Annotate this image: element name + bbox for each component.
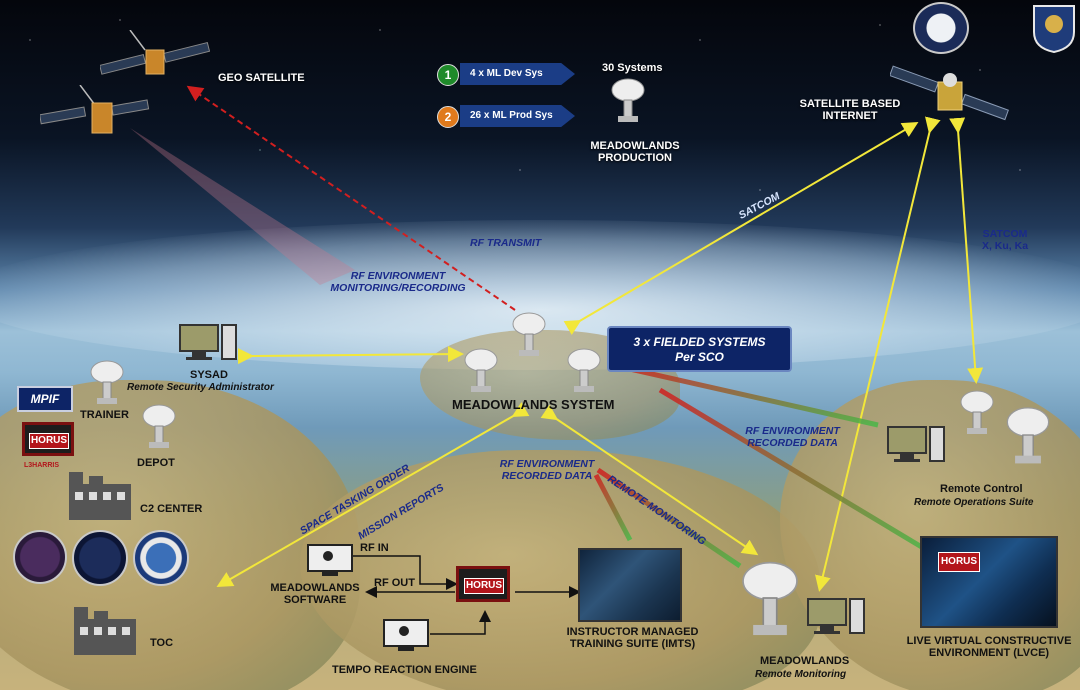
internet-label-line1: SATELLITE BASED xyxy=(799,98,901,110)
rf-env-recorded-right-label: RF ENVIRONMENT RECORDED DATA xyxy=(735,425,850,449)
rf-env-monitoring-label: RF ENVIRONMENT MONITORING/RECORDING xyxy=(318,270,478,294)
meadowlands-software-monitor-icon xyxy=(307,544,353,576)
imts-line2: TRAINING SUITE (IMTS) xyxy=(569,638,696,650)
remote-control-workstation-icon xyxy=(887,426,945,462)
tempo-monitor-icon xyxy=(383,619,429,651)
dod-seal-icon xyxy=(133,530,189,586)
fielded-systems-box: 3 x FIELDED SYSTEMS Per SCO xyxy=(607,326,792,372)
trainer-dish-icon xyxy=(90,360,124,404)
meadowlands-software-label: MEADOWLANDS SOFTWARE xyxy=(265,582,365,606)
lvce-photo: HORUS xyxy=(920,536,1058,628)
space-force-seal-2-icon xyxy=(72,530,128,586)
recorded-data-link-lvce xyxy=(658,387,932,555)
internet-satellite-icon xyxy=(890,65,1009,121)
recorded-data-link-remote xyxy=(596,467,742,569)
remote-monitoring-link xyxy=(540,404,759,556)
imts-line1: INSTRUCTOR MANAGED xyxy=(566,626,699,638)
recorded-data-link-right xyxy=(611,362,879,428)
rf-env-recorded-center-line2: RECORDED DATA xyxy=(501,470,593,482)
c2-center-label: C2 CENTER xyxy=(140,503,203,515)
trainer-label: TRAINER xyxy=(80,409,129,421)
horus-logo-center: HORUS xyxy=(464,578,504,594)
air-national-guard-shield-icon xyxy=(1033,5,1075,54)
rf-env-recorded-right-line1: RF ENVIRONMENT xyxy=(745,425,840,437)
c2-center-building-icon xyxy=(69,472,131,520)
rf-env-recorded-center-line1: RF ENVIRONMENT xyxy=(499,458,595,470)
rf-env-recorded-center-label: RF ENVIRONMENT RECORDED DATA xyxy=(492,458,602,482)
step-1-arrow: 4 x ML Dev Sys xyxy=(460,63,575,85)
tempo-to-horus-arrow xyxy=(430,610,491,635)
fielded-systems-line1: 3 x FIELDED SYSTEMS xyxy=(633,335,766,349)
fielded-dish-2-icon xyxy=(464,348,498,392)
lvce-line1: LIVE VIRTUAL CONSTRUCTIVE xyxy=(906,635,1072,647)
step-2-arrow: 26 x ML Prod Sys xyxy=(460,105,575,127)
meadowlands-remote-label: MEADOWLANDS xyxy=(760,655,850,667)
rf-in-label: RF IN xyxy=(360,542,389,554)
rf-transmit-link xyxy=(186,85,516,311)
unit-patch-1-icon xyxy=(13,530,67,584)
horus-laptop-center: HORUS xyxy=(456,566,510,602)
remote-control-dish-1-icon xyxy=(960,390,994,434)
meadowlands-remote-sub-label: Remote Monitoring xyxy=(755,669,847,680)
production-label-line1: MEADOWLANDS xyxy=(590,140,680,152)
rf-env-recorded-right-line2: RECORDED DATA xyxy=(747,437,838,449)
remote-control-dish-2-icon xyxy=(1006,407,1050,464)
geo-satellite-2-icon xyxy=(40,85,150,134)
internet-satellite-label: SATELLITE BASED INTERNET xyxy=(790,98,910,122)
recorded-data-link-imts xyxy=(593,473,633,542)
satellite-beam xyxy=(130,128,355,285)
imts-label: INSTRUCTOR MANAGED TRAINING SUITE (IMTS) xyxy=(560,626,705,650)
step-2-badge: 2 xyxy=(437,106,459,128)
meadowlands-software-line2: SOFTWARE xyxy=(283,594,347,606)
satcom-bands-link xyxy=(949,117,984,384)
meadowlands-software-line1: MEADOWLANDS xyxy=(270,582,360,594)
fielded-systems-line2: Per SCO xyxy=(675,350,724,364)
meadowlands-system-label: MEADOWLANDS SYSTEM xyxy=(452,397,615,412)
imts-photo xyxy=(578,548,682,622)
space-tasking-link xyxy=(216,402,530,587)
internet-label-line2: INTERNET xyxy=(822,110,878,122)
horus-logo-left: HORUS xyxy=(29,433,69,449)
l3harris-brand-left: L3HARRIS xyxy=(24,462,60,469)
geo-satellite-label: GEO SATELLITE xyxy=(218,72,305,84)
internet-to-remote-link xyxy=(815,116,941,592)
satcom-bands-line2: X, Ku, Ka xyxy=(981,240,1029,252)
step-1-badge: 1 xyxy=(437,64,459,86)
rf-transmit-label: RF TRANSMIT xyxy=(470,237,542,249)
fielded-dish-1-icon xyxy=(512,312,546,356)
rf-env-monitoring-line1: RF ENVIRONMENT xyxy=(350,270,446,282)
lvce-line2: ENVIRONMENT (LVCE) xyxy=(928,647,1050,659)
satcom-bands-line1: SATCOM xyxy=(982,228,1028,240)
sysad-link xyxy=(237,346,464,365)
sysad-sub-label: Remote Security Administrator xyxy=(127,382,274,393)
rf-env-monitoring-line2: MONITORING/RECORDING xyxy=(330,282,466,294)
remote-monitoring-dish-icon xyxy=(742,561,798,636)
sysad-workstation-icon xyxy=(179,324,237,360)
toc-building-icon xyxy=(74,607,136,655)
horus-logo-lvce: HORUS xyxy=(938,552,980,572)
production-label-line2: PRODUCTION xyxy=(598,152,672,164)
remote-control-label: Remote Control xyxy=(940,483,1023,495)
geo-satellite-icon xyxy=(100,30,210,75)
space-force-seal-icon xyxy=(913,2,969,54)
rf-in-arrow xyxy=(353,555,458,590)
production-dish-icon xyxy=(611,78,645,122)
toc-label: TOC xyxy=(150,637,174,649)
sysad-label: SYSAD xyxy=(190,369,228,381)
lvce-label: LIVE VIRTUAL CONSTRUCTIVE ENVIRONMENT (L… xyxy=(900,635,1078,659)
depot-label: DEPOT xyxy=(137,457,175,469)
depot-dish-icon xyxy=(142,404,176,448)
systems-count-label: 30 Systems xyxy=(602,62,663,74)
tempo-label: TEMPO REACTION ENGINE xyxy=(332,664,477,676)
mpif-box: MPIF xyxy=(17,386,73,412)
production-label: MEADOWLANDS PRODUCTION xyxy=(580,140,690,164)
remote-monitoring-workstation-icon xyxy=(807,598,865,634)
satcom-bands-label: SATCOM X, Ku, Ka xyxy=(975,228,1035,252)
remote-control-sub-label: Remote Operations Suite xyxy=(914,497,1034,508)
fielded-dish-3-icon xyxy=(567,348,601,392)
horus-laptop-left: HORUS xyxy=(22,422,74,456)
rf-out-label: RF OUT xyxy=(374,577,415,589)
